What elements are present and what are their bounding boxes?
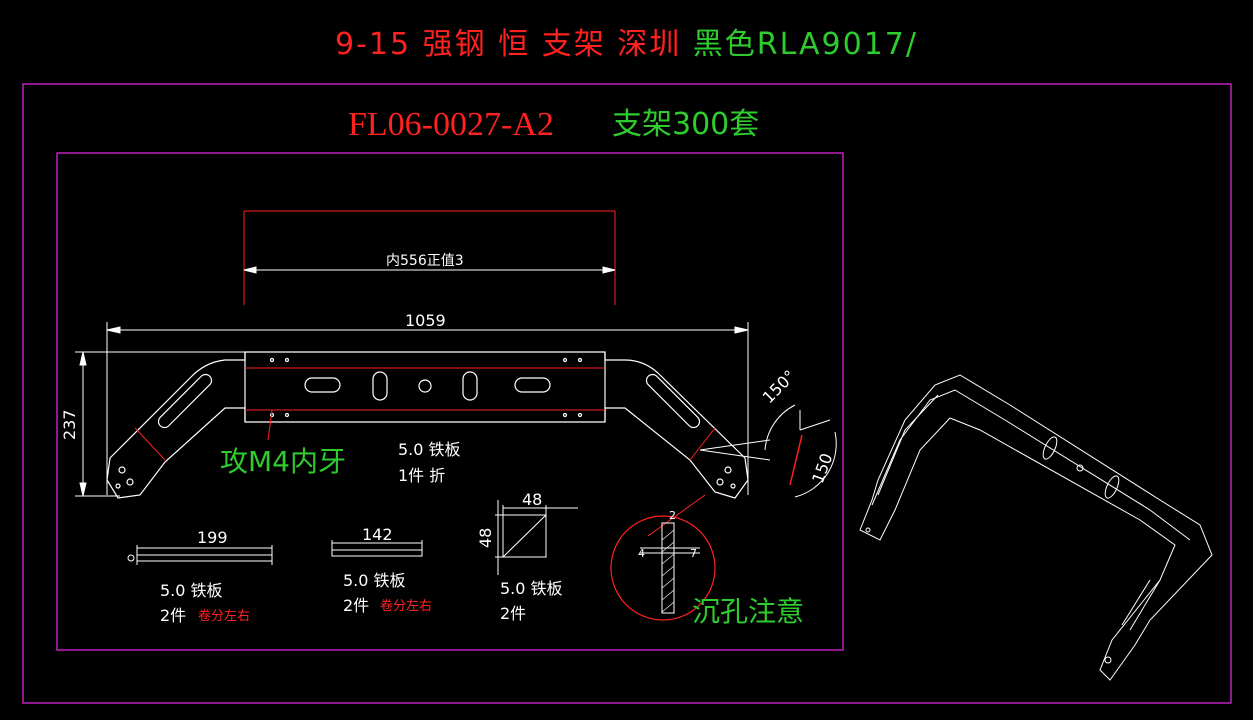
header-title: 9-15 强钢 恒 支架 深圳 黑色RLA9017/ (335, 30, 918, 60)
part-number: FL06-0027-A2 (348, 106, 554, 143)
detail-note: 沉孔注意 (692, 595, 805, 628)
inner-dim-label: 内556正值3 (386, 253, 464, 269)
height-dimension (75, 351, 245, 497)
part2-dim: 142 (362, 525, 393, 544)
tap-note: 攻M4内牙 (220, 445, 346, 478)
main-material: 5.0 铁板 (398, 440, 461, 459)
part2-note: 卷分左右 (380, 599, 433, 614)
part1-material: 5.0 铁板 (160, 581, 223, 600)
height-label: 237 (60, 409, 79, 440)
part2-count: 2件 (343, 596, 370, 615)
part3-dim-h: 48 (476, 527, 495, 548)
part1-dim: 199 (197, 528, 228, 547)
part-48-drawing (495, 500, 578, 575)
part3-material: 5.0 铁板 (500, 579, 563, 598)
part3-count: 2件 (500, 604, 527, 623)
quantity: 支架300套 (612, 107, 760, 142)
part-142-drawing (331, 540, 423, 557)
detail-dim-c: 7 (690, 547, 697, 560)
length-dimension (106, 322, 749, 495)
countersink-detail (610, 494, 716, 621)
bracket-outline (106, 351, 749, 499)
bracket-3d-view (859, 374, 1213, 681)
detail-dim-a: 2 (669, 509, 676, 522)
part1-count: 2件 (160, 606, 187, 625)
inner-dimension (243, 210, 616, 305)
length-label: 1059 (405, 311, 446, 330)
main-count: 1件 折 (398, 466, 446, 485)
inner-frame (56, 152, 844, 651)
part1-note: 卷分左右 (198, 609, 251, 624)
angle-detail (699, 404, 837, 498)
bend-lines (134, 367, 716, 461)
title-red: 9-15 强钢 恒 支架 深圳 (335, 27, 682, 62)
outer-frame (22, 83, 1232, 704)
detail-dim-b: 4 (638, 547, 645, 560)
title-green: 黑色RLA9017/ (692, 27, 919, 62)
part3-dim-w: 48 (522, 490, 543, 509)
part2-material: 5.0 铁板 (343, 571, 406, 590)
part-199-drawing (127, 545, 273, 565)
